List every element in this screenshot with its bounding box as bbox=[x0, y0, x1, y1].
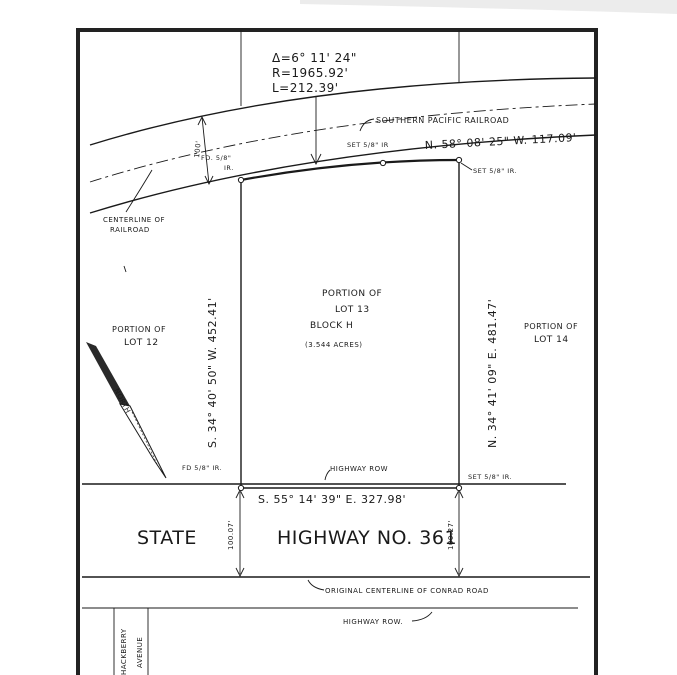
monument-label-found-top: FD. 5/8" bbox=[201, 154, 231, 162]
north-arrow: NORTH bbox=[86, 342, 167, 479]
lot-label-number: LOT 13 bbox=[335, 305, 370, 315]
side-street-line1: HACKBERRY bbox=[120, 628, 128, 675]
dim-arrow-icon bbox=[197, 115, 207, 126]
original-centerline-leader bbox=[307, 579, 325, 591]
north-arrow-tail-icon bbox=[118, 403, 167, 479]
railroad-centerline-label-2: RAILROAD bbox=[110, 226, 150, 234]
monument-label-set-se: SET 5/8" IR. bbox=[468, 473, 512, 481]
highway-name-state: STATE bbox=[137, 527, 197, 549]
railroad-name: SOUTHERN PACIFIC RAILROAD bbox=[376, 116, 509, 125]
railroad-north-row-line bbox=[89, 77, 597, 146]
highway-row-top-label: HIGHWAY ROW bbox=[330, 465, 388, 473]
curve-radius: R=1965.92' bbox=[272, 66, 348, 80]
monument-label-found-sw: FD 5/8" IR. bbox=[182, 464, 222, 472]
north-arrow-label: NORTH bbox=[112, 387, 132, 415]
monument-leader bbox=[460, 162, 473, 171]
railroad-centerline bbox=[89, 103, 597, 183]
railroad-centerline-label-1: CENTERLINE OF bbox=[103, 216, 165, 224]
monument-set-se bbox=[455, 484, 463, 492]
monument-found-sw bbox=[237, 484, 245, 492]
lot-north-boundary-arc bbox=[240, 158, 460, 182]
bearing-west-line: S. 34° 40' 50" W. 452.41' bbox=[206, 297, 219, 448]
monument-label-found-top-suffix: IR. bbox=[224, 164, 234, 172]
curve-delta: Δ=6° 11' 24" bbox=[272, 51, 357, 65]
highway-row-bottom-leader bbox=[411, 611, 433, 622]
stray-mark bbox=[123, 265, 127, 273]
bearing-north-line: N. 58° 08' 25" W. 117.09' bbox=[424, 131, 576, 152]
north-arrow-head-icon bbox=[86, 342, 130, 406]
highway-row-leader bbox=[324, 469, 331, 481]
monument-set-pc bbox=[379, 159, 387, 167]
adjacent-lot-14-line1: PORTION OF bbox=[524, 322, 578, 331]
bearing-east-line: N. 34° 41' 09" E. 481.47' bbox=[486, 299, 499, 448]
dim-arrow-icon bbox=[454, 567, 464, 578]
highway-row-bottom-label: HIGHWAY ROW. bbox=[343, 618, 403, 626]
monument-label-set-mid: SET 5/8" IR bbox=[347, 141, 389, 149]
original-centerline-label: ORIGINAL CENTERLINE OF CONRAD ROAD bbox=[325, 587, 489, 595]
monument-found-ne-west bbox=[237, 176, 245, 184]
scan-shadow bbox=[300, 0, 677, 14]
lot-area: (3.544 ACRES) bbox=[305, 341, 363, 349]
dim-arrow-icon bbox=[204, 175, 214, 186]
curve-length: L=212.39' bbox=[272, 81, 339, 95]
north-arrow-hatch bbox=[131, 411, 159, 467]
side-street-line2: AVENUE bbox=[136, 637, 144, 668]
dim-arrow-icon bbox=[235, 567, 245, 578]
lot-label-portion: PORTION OF bbox=[322, 289, 382, 299]
highway-dim-right-label: 100.27' bbox=[447, 520, 455, 550]
railroad-leader bbox=[359, 118, 375, 132]
highway-dim-left-label: 100.07' bbox=[227, 520, 235, 550]
adjacent-lot-14-line2: LOT 14 bbox=[534, 335, 569, 345]
adjacent-lot-12-line2: LOT 12 bbox=[124, 338, 159, 348]
lot-label-block: BLOCK H bbox=[310, 321, 353, 331]
railroad-width-label: 100' bbox=[193, 140, 203, 158]
monument-label-set-ne: SET 5/8" IR. bbox=[473, 167, 517, 175]
highway-name-number: HIGHWAY NO. 361 bbox=[277, 527, 457, 549]
railroad-south-row-line bbox=[89, 134, 597, 214]
adjacent-lot-12-line1: PORTION OF bbox=[112, 325, 166, 334]
centerline-leader bbox=[125, 169, 153, 213]
railroad-width-dimension bbox=[201, 116, 210, 185]
bearing-south-line: S. 55° 14' 39" E. 327.98' bbox=[258, 493, 406, 506]
leader-arrow-icon bbox=[310, 153, 322, 166]
plat-border bbox=[76, 28, 598, 675]
monument-set-ne bbox=[455, 156, 463, 164]
